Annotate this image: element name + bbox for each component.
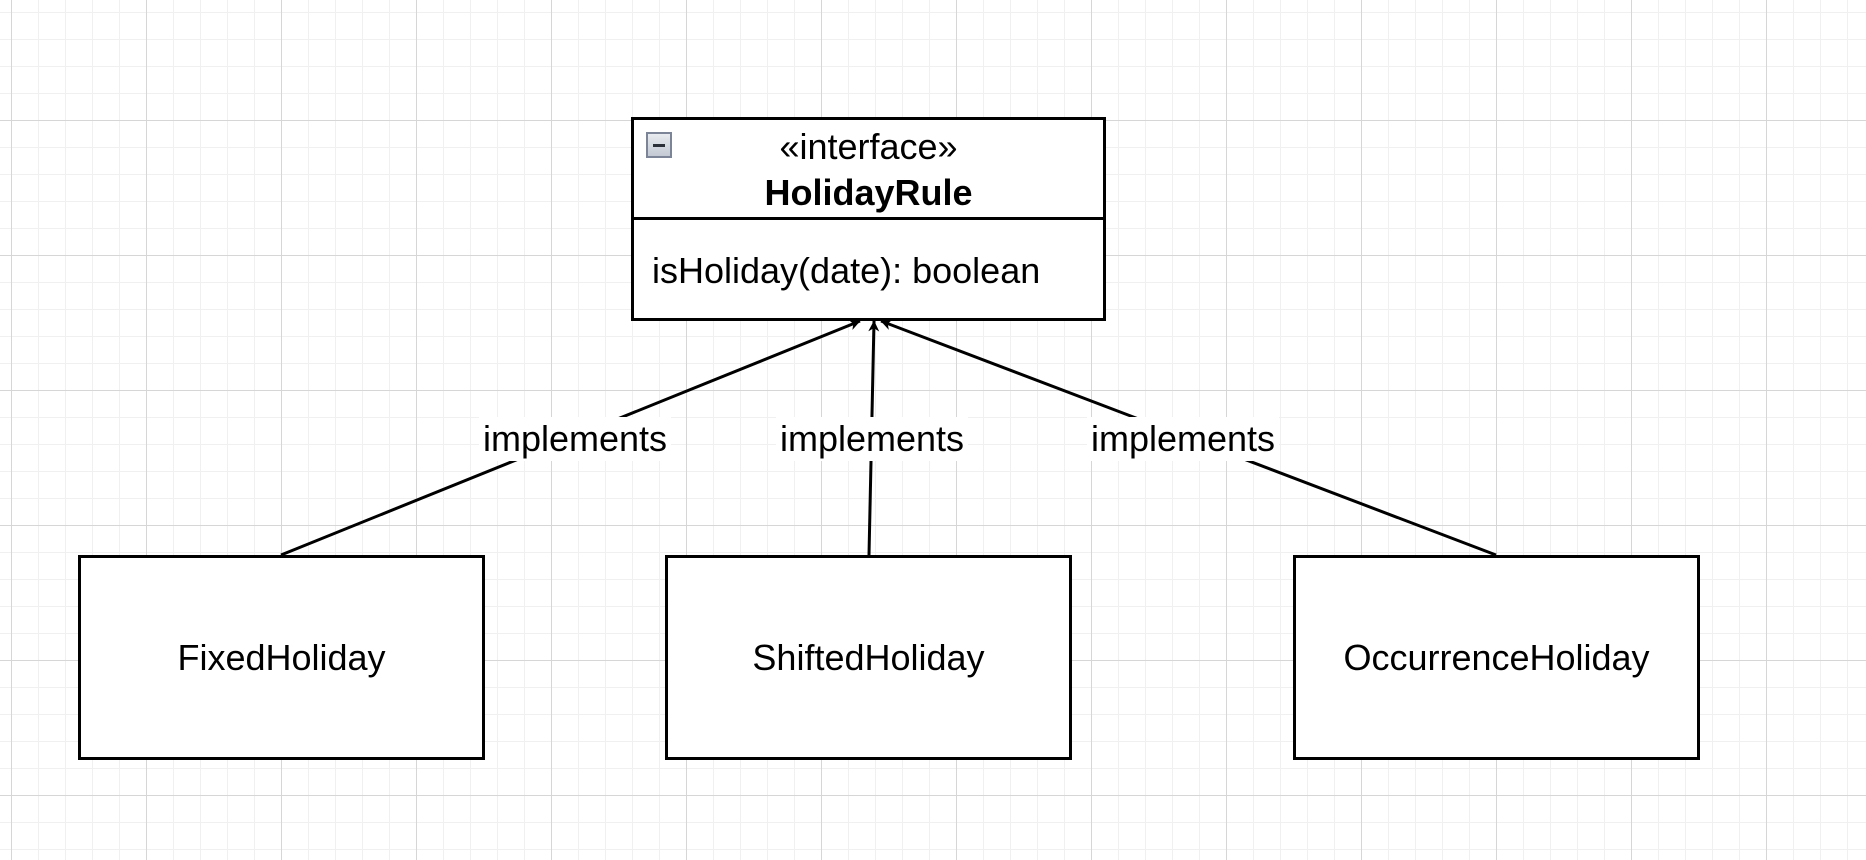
edge-label-fixed[interactable]: implements xyxy=(478,417,672,461)
interface-header: «interface» HolidayRule xyxy=(634,120,1103,220)
interface-methods: isHoliday(date): boolean xyxy=(634,220,1103,321)
interface-stereotype: «interface» xyxy=(779,126,958,167)
class-name: ShiftedHoliday xyxy=(752,636,985,678)
interface-name: HolidayRule xyxy=(764,172,973,213)
class-name: OccurrenceHoliday xyxy=(1343,636,1650,678)
class-fixed-holiday[interactable]: FixedHoliday xyxy=(78,555,485,760)
interface-holiday-rule[interactable]: «interface» HolidayRule isHoliday(date):… xyxy=(631,117,1106,321)
method-is-holiday: isHoliday(date): boolean xyxy=(652,249,1041,291)
edge-label-shifted[interactable]: implements xyxy=(775,417,969,461)
edge-label-occurrence[interactable]: implements xyxy=(1086,417,1280,461)
class-name: FixedHoliday xyxy=(177,636,386,678)
class-occurrence-holiday[interactable]: OccurrenceHoliday xyxy=(1293,555,1700,760)
class-shifted-holiday[interactable]: ShiftedHoliday xyxy=(665,555,1072,760)
minus-square-icon[interactable] xyxy=(646,132,672,158)
